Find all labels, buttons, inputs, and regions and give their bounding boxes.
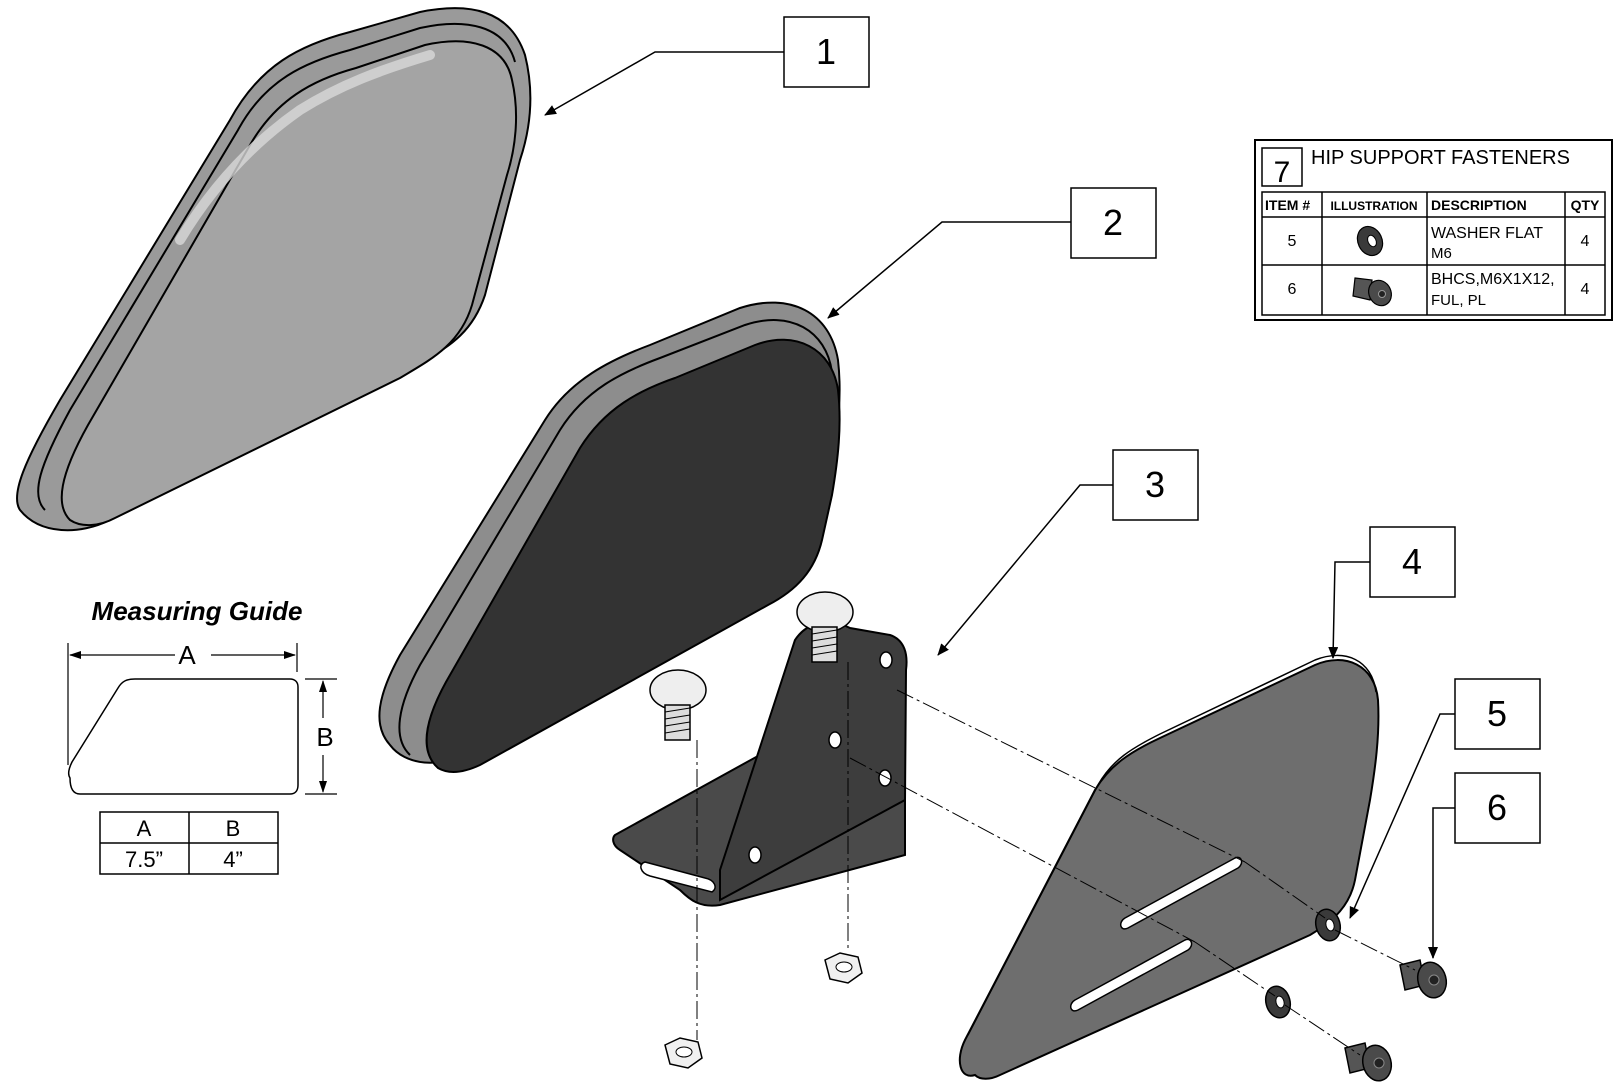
- callout-6: 6: [1454, 772, 1541, 844]
- part-2-pad: [378, 301, 841, 773]
- fastener-row-2-desc-line2: FUL, PL: [1431, 292, 1486, 309]
- callout-4: 4: [1369, 526, 1456, 598]
- fastener-row-1-desc-line1: WASHER FLAT: [1431, 225, 1543, 242]
- fastener-row-1-desc-line2: M6: [1431, 245, 1452, 262]
- part-1-cover: [16, 7, 532, 532]
- fastener-table-item-number: 7: [1274, 156, 1291, 189]
- measuring-table-value-b: 4”: [223, 847, 243, 872]
- callout-6-label: 6: [1487, 787, 1507, 828]
- dimension-b-label: B: [316, 722, 333, 752]
- fastener-table: 7 HIP SUPPORT FASTENERS ITEM # ILLUSTRAT…: [1254, 139, 1613, 321]
- fastener-row-2-desc-line1: BHCS,M6X1X12,: [1431, 271, 1555, 288]
- fastener-row-1-qty: 4: [1581, 233, 1590, 250]
- hex-nut-left: [664, 1037, 703, 1069]
- measuring-table-value-a: 7.5”: [125, 847, 163, 872]
- button-head-screw-icon: [1352, 277, 1392, 307]
- part-3-bracket: [612, 621, 908, 907]
- button-head-screw-upper: [1399, 959, 1448, 999]
- washer-icon: [1356, 225, 1384, 257]
- measuring-table-header-b: B: [226, 816, 241, 841]
- fastener-table-header-illustration: ILLUSTRATION: [1330, 199, 1417, 213]
- assembly-center-lines: [696, 662, 1416, 1056]
- callout-leaders: [544, 51, 1455, 959]
- washer-lower: [1264, 985, 1292, 1019]
- callout-3-label: 3: [1145, 464, 1165, 505]
- callout-5-label: 5: [1487, 693, 1507, 734]
- fastener-row-1-item: 5: [1288, 233, 1297, 250]
- carriage-bolt-left: [649, 669, 707, 741]
- fastener-table-header-description: DESCRIPTION: [1431, 197, 1527, 213]
- measuring-guide: Measuring Guide A B A B 7.5” 4”: [67, 596, 337, 875]
- button-head-screw-lower: [1344, 1042, 1393, 1082]
- fastener-table-header-item: ITEM #: [1265, 197, 1310, 213]
- measuring-table-header-a: A: [137, 816, 152, 841]
- callout-1-label: 1: [816, 31, 836, 72]
- measuring-guide-title: Measuring Guide: [92, 596, 303, 626]
- part-4-plate: [958, 654, 1380, 1080]
- washer-upper: [1314, 908, 1342, 942]
- fastener-row-2-item: 6: [1288, 281, 1297, 298]
- callout-5: 5: [1454, 678, 1541, 750]
- dimension-a-label: A: [178, 640, 196, 670]
- callout-3: 3: [1112, 449, 1199, 521]
- fastener-table-title: HIP SUPPORT FASTENERS: [1311, 147, 1570, 169]
- callout-1: 1: [783, 16, 870, 88]
- hex-nut-right: [824, 952, 863, 984]
- callout-2: 2: [1070, 187, 1157, 259]
- callout-2-label: 2: [1103, 202, 1123, 243]
- carriage-bolt-right: [796, 591, 854, 663]
- fastener-row-2-qty: 4: [1581, 281, 1590, 298]
- callout-4-label: 4: [1402, 541, 1422, 582]
- fastener-table-header-qty: QTY: [1571, 197, 1600, 213]
